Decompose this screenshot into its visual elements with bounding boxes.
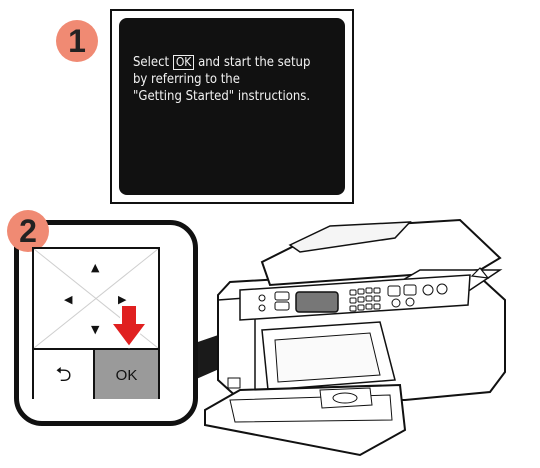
step-2-badge: 2 [7,210,49,252]
ok-button[interactable]: OK [95,350,158,399]
button-row: ⮌ OK [34,348,158,399]
ok-label: OK [116,367,138,384]
printer-lcd [296,292,338,312]
back-icon: ⮌ [55,362,71,386]
up-arrow-button[interactable]: ▲ [91,261,99,274]
down-arrow-button[interactable]: ▼ [91,323,99,336]
back-button[interactable]: ⮌ [34,350,95,399]
down-arrow-indicator-icon [109,305,149,349]
left-arrow-button[interactable]: ◀ [64,293,72,306]
